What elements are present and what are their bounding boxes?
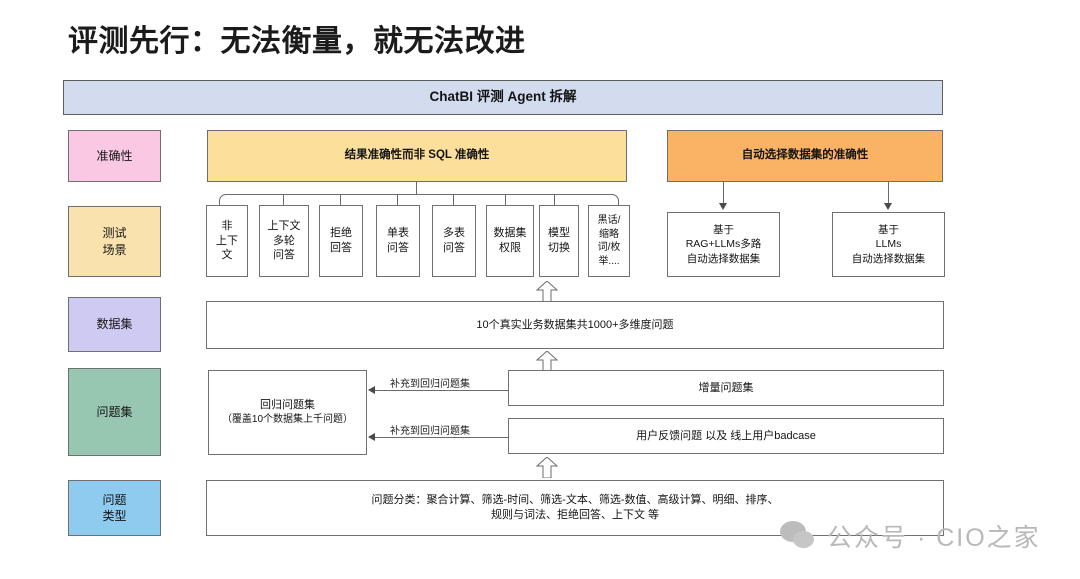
connector-bus-left-elbow <box>219 194 227 205</box>
connector-drop-4 <box>397 194 398 205</box>
connector-drop-7 <box>554 194 555 205</box>
connector-drop-5 <box>453 194 454 205</box>
lane-label-accuracy: 准确性 <box>68 130 161 182</box>
scenario-box: 非 上下文 <box>206 205 248 277</box>
scenario-line: 多表 <box>443 227 465 240</box>
scenario-line: 单表 <box>387 227 409 240</box>
scenario-line: 问答 <box>387 242 409 254</box>
scenario-line: 问答 <box>273 249 295 262</box>
auto-select-box-llms: 基于 LLMs 自动选择数据集 <box>832 212 945 277</box>
accuracy-band-right: 自动选择数据集的准确性 <box>667 130 943 182</box>
scenario-box: 数据集 权限 <box>486 205 534 277</box>
auto-select-line: 基于 <box>878 224 899 237</box>
regression-line1: 回归问题集 <box>260 399 315 412</box>
scenario-line: 问答 <box>443 242 465 254</box>
lane-label-test-scenario: 测试 场景 <box>68 206 161 277</box>
block-arrow-up-questionset-to-dataset <box>535 350 559 373</box>
connector-bus-right-elbow <box>611 194 619 205</box>
lane-label-dataset: 数据集 <box>68 297 161 352</box>
connector-drop-6 <box>505 194 506 205</box>
auto-select-line: RAG+LLMs多路 <box>685 238 762 251</box>
connector-drop-2 <box>283 194 284 205</box>
scenario-line: 数据集 <box>493 227 527 240</box>
header-band: ChatBI 评测 Agent 拆解 <box>63 80 943 115</box>
scenario-line: 上下文 <box>216 234 238 262</box>
question-type-line1: 问题分类：聚合计算、筛选-时间、筛选-文本、筛选-数值、高级计算、明细、排序、 <box>371 494 779 507</box>
connector-orange-left <box>723 182 724 204</box>
scenario-line: 模型 <box>548 227 570 240</box>
dataset-row-box: 10个真实业务数据集共1000+多维度问题 <box>206 301 944 349</box>
edge-label-incremental: 补充到回归问题集 <box>390 379 470 390</box>
connector-feedback-to-regression <box>375 437 508 438</box>
block-arrow-up-questiontype-to-questionset <box>535 456 559 479</box>
auto-select-line: 自动选择数据集 <box>851 252 926 265</box>
regression-line2: （覆盖10个数据集上千问题） <box>221 414 354 426</box>
scenario-box: 单表 问答 <box>376 205 420 277</box>
lane-label-line1: 测试 <box>102 226 127 241</box>
watermark: 公众号 · CIO之家 <box>780 518 1041 554</box>
scenario-line: 词/枚 <box>597 242 621 253</box>
arrow-head-left-incremental <box>368 386 375 394</box>
connector-yellow-stem <box>416 182 417 194</box>
edge-label-feedback: 补充到回归问题集 <box>390 426 470 437</box>
auto-select-line: 自动选择数据集 <box>686 252 761 265</box>
auto-select-line: 基于 <box>713 224 734 237</box>
lane-label-question-type: 问题 类型 <box>68 480 161 536</box>
connector-incremental-to-regression <box>375 390 508 391</box>
scenario-box: 上下文 多轮 问答 <box>259 205 309 277</box>
scenario-line: 回答 <box>330 242 352 254</box>
arrow-head-down-right <box>884 203 892 210</box>
connector-drop-3 <box>340 194 341 205</box>
scenario-line: 黑话/ <box>597 215 621 226</box>
arrow-head-left-feedback <box>368 433 375 441</box>
question-type-line2: 规则与词法、拒绝回答、上下文 等 <box>490 509 660 521</box>
scenario-line: 权限 <box>499 242 521 254</box>
page-title: 评测先行：无法衡量，就无法改进 <box>68 25 526 58</box>
scenario-box: 模型 切换 <box>539 205 579 277</box>
connector-orange-right <box>888 182 889 204</box>
scenario-line: 上下文 <box>267 219 301 232</box>
scenario-line: 拒绝 <box>330 227 352 240</box>
question-type-box: 问题分类：聚合计算、筛选-时间、筛选-文本、筛选-数值、高级计算、明细、排序、 … <box>206 480 944 536</box>
arrow-head-down-left <box>719 203 727 210</box>
watermark-text: 公众号 · CIO之家 <box>827 524 1041 552</box>
auto-select-box-rag: 基于 RAG+LLMs多路 自动选择数据集 <box>667 212 780 277</box>
wechat-bubble-icon <box>780 521 818 551</box>
lane-label-line2: 场景 <box>102 242 127 257</box>
scenario-line: 缩略 <box>599 228 619 240</box>
lane-label-question-set: 问题集 <box>68 368 161 456</box>
user-feedback-box: 用户反馈问题 以及 线上用户badcase <box>508 418 944 454</box>
lane-label-line1: 问题 <box>102 492 127 507</box>
regression-question-set-box: 回归问题集 （覆盖10个数据集上千问题） <box>208 370 367 455</box>
scenario-box: 多表 问答 <box>432 205 476 277</box>
block-arrow-up-dataset-to-scenario <box>535 280 559 303</box>
auto-select-line: LLMs <box>875 238 902 251</box>
scenario-line: 非 <box>221 219 233 232</box>
accuracy-band-left: 结果准确性而非 SQL 准确性 <box>207 130 627 182</box>
scenario-line: 多轮 <box>273 234 295 247</box>
incremental-question-set-box: 增量问题集 <box>508 370 944 406</box>
lane-label-line2: 类型 <box>102 509 127 523</box>
connector-yellow-bus <box>226 194 612 195</box>
scenario-line: 切换 <box>548 242 570 254</box>
scenario-line: 举.... <box>598 255 620 267</box>
scenario-box: 拒绝 回答 <box>319 205 363 277</box>
scenario-box: 黑话/ 缩略 词/枚 举.... <box>588 205 630 277</box>
